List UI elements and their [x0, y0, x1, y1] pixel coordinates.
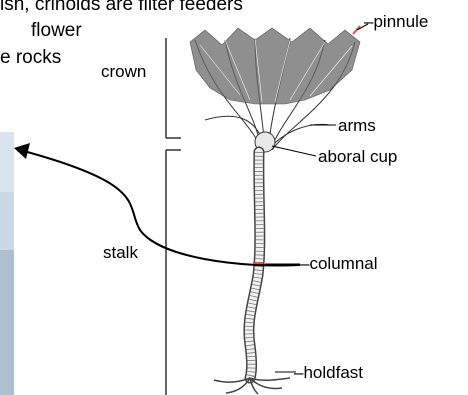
holdfast-roots — [214, 378, 290, 394]
holdfast-label-text: holdfast — [303, 363, 363, 382]
columnal-label-text: columnal — [309, 254, 377, 273]
pinnule-label-text: pinnule — [373, 12, 428, 31]
arms-label: arms — [338, 116, 376, 135]
stalk-bracket — [166, 150, 181, 395]
columnal-label: –columnal — [300, 254, 378, 273]
pinnule-label: –pinnule — [364, 12, 428, 31]
aboral-cup-label: aboral cup — [318, 147, 397, 166]
pinnules-mass — [190, 28, 360, 104]
crown-label: crown — [101, 62, 146, 81]
stalk-label: stalk — [103, 243, 138, 262]
crown-bracket — [166, 38, 181, 138]
arrow-head — [14, 143, 30, 159]
pinnule-highlight — [353, 26, 360, 34]
holdfast-label: –holdfast — [294, 363, 363, 382]
aboral-cup-leader — [272, 146, 316, 156]
